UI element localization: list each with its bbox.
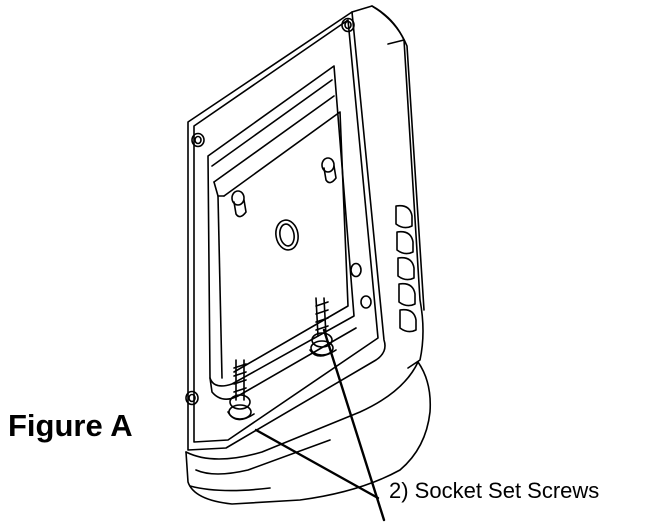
panel-hole — [350, 262, 362, 278]
socket-set-screw-left — [227, 359, 255, 421]
figure-label: Figure A — [8, 408, 133, 443]
centre-recess — [275, 219, 299, 251]
socket-set-screws-callout: 2) Socket Set Screws — [389, 478, 600, 503]
keyhole-mounts — [231, 157, 337, 218]
housing-side — [351, 5, 425, 369]
socket-set-screw-right — [309, 297, 337, 357]
housing-bottom-cap — [185, 361, 432, 505]
frame-mounting-holes — [185, 17, 372, 406]
callout-leader-lines — [254, 328, 386, 522]
inner-panel — [207, 65, 357, 400]
vent-slots — [395, 204, 417, 333]
front-frame — [187, 11, 386, 451]
